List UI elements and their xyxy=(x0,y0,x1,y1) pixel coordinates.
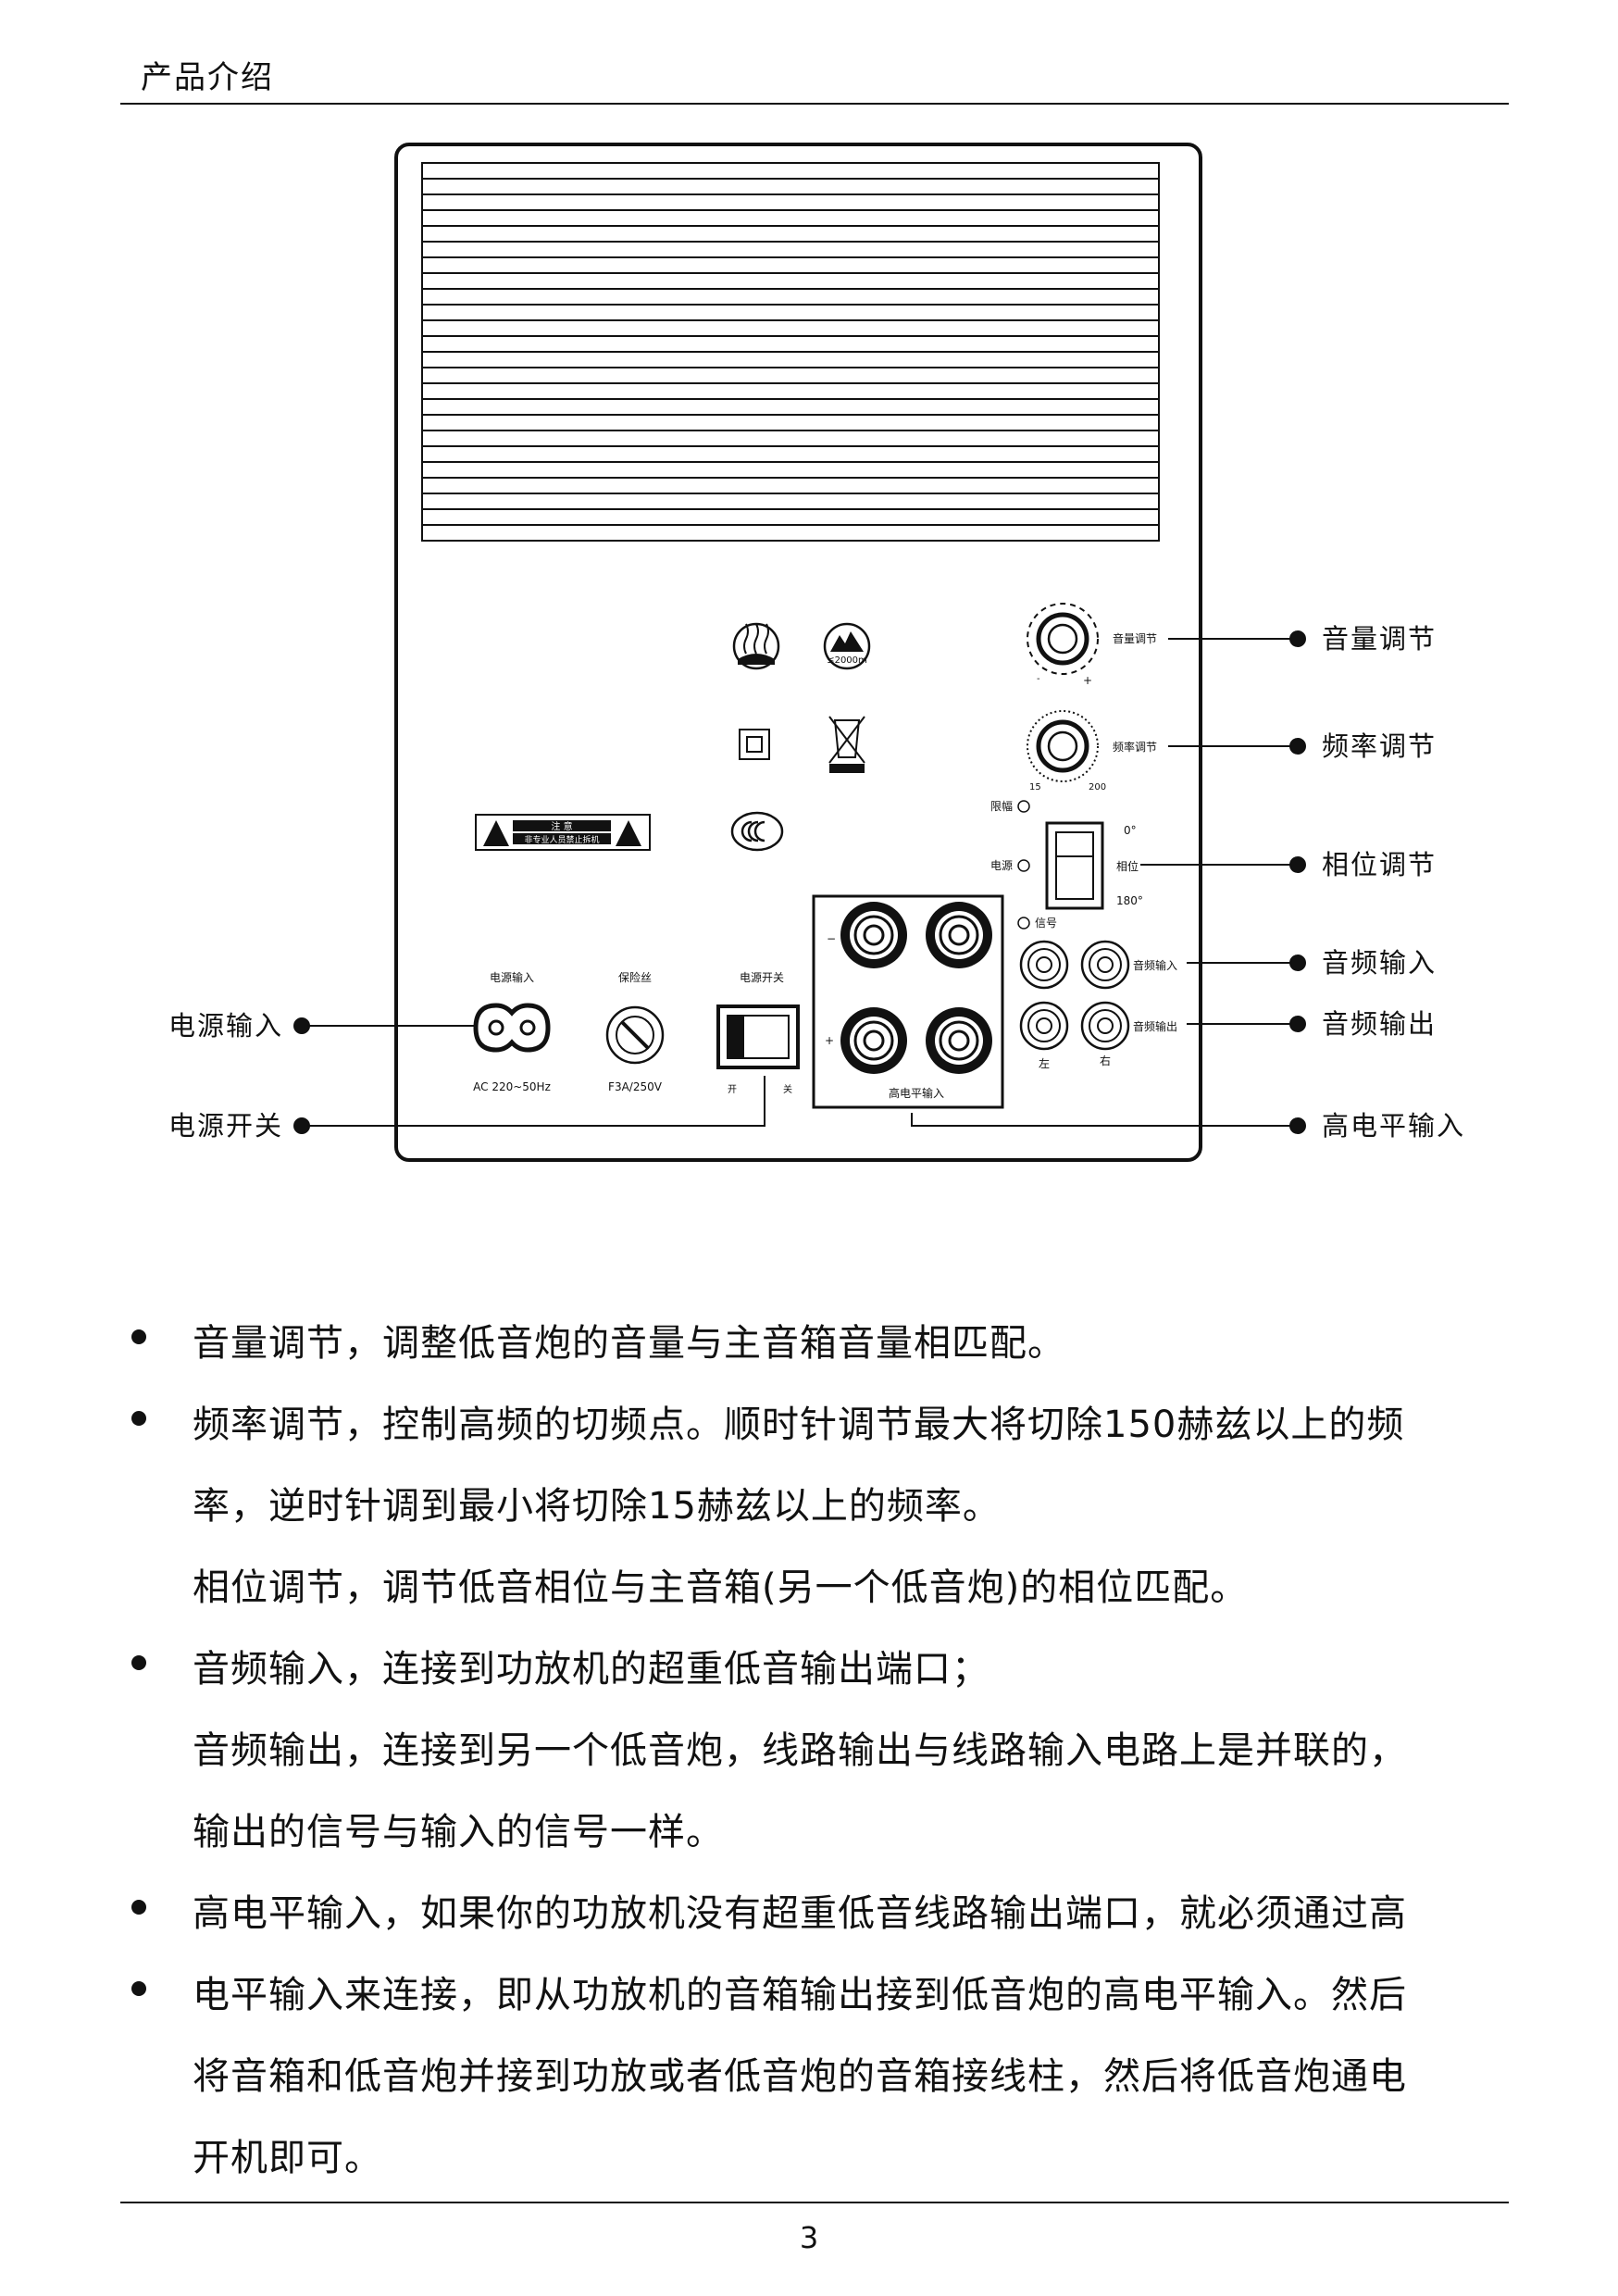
callout-audio-in: 音频输入 xyxy=(1322,947,1437,979)
power-input-socket[interactable] xyxy=(473,1003,551,1053)
phase-0: 0° xyxy=(1124,824,1137,837)
altitude-icon: ≤2000m xyxy=(823,622,871,670)
rca-in-left[interactable] xyxy=(1019,940,1069,990)
callout-frequency: 频率调节 xyxy=(1322,730,1437,762)
humidity-icon xyxy=(732,622,780,670)
vent-grille xyxy=(421,162,1160,542)
footer-rule xyxy=(120,2202,1509,2203)
body-line-6: 音频输出，连接到另一个低音炮，线路输出与线路输入电路上是并联的， xyxy=(193,1729,1407,1772)
warning-text: 非专业人员禁止拆机 xyxy=(524,834,599,845)
high-level-minus: − xyxy=(827,932,836,945)
callout-high-level: 高电平输入 xyxy=(1322,1110,1465,1142)
power-switch[interactable] xyxy=(716,1004,800,1069)
callout-phase: 相位调节 xyxy=(1322,849,1437,880)
frequency-knob[interactable] xyxy=(1027,710,1099,782)
right-label: 右 xyxy=(1100,1054,1111,1067)
limit-led xyxy=(1017,800,1030,813)
speaker-terminal-4[interactable] xyxy=(926,1007,992,1074)
callout-audio-out: 音频输出 xyxy=(1322,1008,1437,1040)
power-led xyxy=(1017,859,1030,872)
volume-plus: + xyxy=(1083,674,1092,687)
signal-led xyxy=(1017,917,1030,930)
warning-title: 注 意 xyxy=(551,820,572,832)
body-line-8: 高电平输入，如果你的功放机没有超重低音线路输出端口，就必须通过高 xyxy=(193,1892,1407,1935)
weee-bin-icon xyxy=(828,716,865,773)
switch-on-label: 开 xyxy=(728,1085,737,1095)
bullet-3 xyxy=(131,1655,146,1670)
panel-outline xyxy=(394,143,1202,1162)
speaker-terminal-2[interactable] xyxy=(926,902,992,968)
callout-volume: 音量调节 xyxy=(1322,623,1437,655)
volume-label: 音量调节 xyxy=(1113,631,1157,645)
fuse-spec: F3A/250V xyxy=(608,1080,663,1093)
freq-label: 频率调节 xyxy=(1113,740,1157,754)
header-rule xyxy=(120,103,1509,105)
body-line-3: 率，逆时针调到最小将切除15赫兹以上的频率。 xyxy=(193,1485,1001,1528)
bullet-1 xyxy=(131,1329,146,1344)
callout-power-switch: 电源开关 xyxy=(168,1110,283,1142)
volume-knob[interactable] xyxy=(1027,603,1099,675)
switch-off-label: 关 xyxy=(783,1083,792,1095)
body-line-5: 音频输入，连接到功放机的超重低音输出端口； xyxy=(193,1648,989,1691)
limit-label: 限幅 xyxy=(990,799,1013,813)
phase-180: 180° xyxy=(1116,894,1143,907)
freq-min: 15 xyxy=(1029,782,1041,792)
left-label: 左 xyxy=(1039,1056,1050,1070)
phase-switch[interactable] xyxy=(1045,821,1104,910)
ccc-mark-icon xyxy=(730,811,784,852)
rear-panel-diagram: ≤2000m 注 意 非专业人员禁止拆机 - + 音量调节 15 200 xyxy=(168,143,1465,1162)
body-line-4: 相位调节，调节低音相位与主音箱(另一个低音炮)的相位匹配。 xyxy=(193,1566,1249,1609)
altitude-mark: ≤2000m xyxy=(827,655,867,666)
callout-power-input: 电源输入 xyxy=(168,1010,283,1042)
body-line-7: 输出的信号与输入的信号一样。 xyxy=(193,1811,724,1853)
page-number: 3 xyxy=(799,2220,819,2255)
freq-max: 200 xyxy=(1089,782,1106,792)
rca-in-right[interactable] xyxy=(1080,940,1130,990)
rca-out-left[interactable] xyxy=(1019,1001,1069,1051)
bullet-5 xyxy=(131,1981,146,1996)
body-line-10: 将音箱和低音炮并接到功放或者低音炮的音箱接线柱，然后将低音炮通电 xyxy=(193,2055,1407,2098)
rca-out-right[interactable] xyxy=(1080,1001,1130,1051)
power-input-spec: AC 220~50Hz xyxy=(473,1080,551,1093)
volume-minus: - xyxy=(1037,674,1040,684)
power-switch-label: 电源开关 xyxy=(740,971,784,984)
warning-label: 注 意 非专业人员禁止拆机 xyxy=(475,814,651,851)
signal-led-label: 信号 xyxy=(1035,917,1057,930)
power-input-label: 电源输入 xyxy=(490,970,534,984)
high-level-plus: + xyxy=(825,1034,834,1047)
audio-in-label: 音频输入 xyxy=(1133,958,1177,972)
body-line-1: 音量调节，调整低音炮的音量与主音箱音量相匹配。 xyxy=(193,1322,1065,1365)
bullet-4 xyxy=(131,1900,146,1915)
body-line-9: 电平输入来连接，即从功放机的音箱输出接到低音炮的高电平输入。然后 xyxy=(193,1974,1407,2016)
speaker-terminal-1[interactable] xyxy=(840,902,907,968)
body-line-2: 频率调节，控制高频的切频点。顺时针调节最大将切除150赫兹以上的频 xyxy=(193,1404,1405,1446)
fuse-holder[interactable] xyxy=(605,1005,665,1065)
header-title: 产品介绍 xyxy=(141,59,274,96)
bullet-2 xyxy=(131,1411,146,1426)
audio-out-label: 音频输出 xyxy=(1133,1019,1177,1033)
power-led-label: 电源 xyxy=(990,859,1013,872)
fuse-label: 保险丝 xyxy=(618,970,652,984)
speaker-terminal-3[interactable] xyxy=(840,1007,907,1074)
phase-label: 相位 xyxy=(1116,859,1139,873)
double-insulation-icon xyxy=(739,729,770,760)
high-level-label: 高电平输入 xyxy=(889,1086,944,1100)
body-line-11: 开机即可。 xyxy=(193,2137,382,2179)
